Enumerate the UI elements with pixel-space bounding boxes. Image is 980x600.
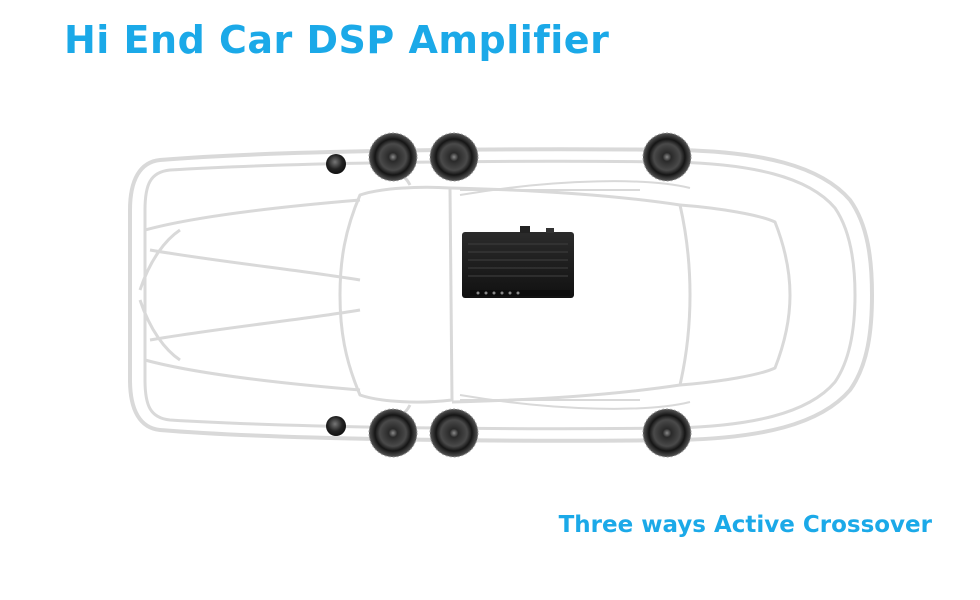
tweeter-front-right — [326, 416, 346, 436]
car-body-inner — [143, 159, 857, 431]
door-line-top — [459, 180, 691, 196]
door-line-bottom — [459, 394, 691, 410]
tweeter-front-left — [326, 154, 346, 174]
page-title: Hi End Car DSP Amplifier — [64, 18, 610, 62]
speaker-top-2 — [429, 132, 479, 182]
crossover-caption: Three ways Active Crossover — [558, 512, 932, 538]
hood-lines — [144, 198, 361, 392]
front-nose — [138, 228, 181, 362]
car-body — [128, 147, 874, 443]
roof — [449, 186, 692, 404]
speaker-bottom-3 — [642, 408, 692, 458]
speaker-bottom-2 — [429, 408, 479, 458]
speaker-top-1 — [368, 132, 418, 182]
dsp-amplifier — [462, 226, 574, 298]
speaker-top-3 — [642, 132, 692, 182]
speaker-bottom-1 — [368, 408, 418, 458]
windshield — [338, 185, 454, 404]
rear-window — [679, 203, 792, 387]
